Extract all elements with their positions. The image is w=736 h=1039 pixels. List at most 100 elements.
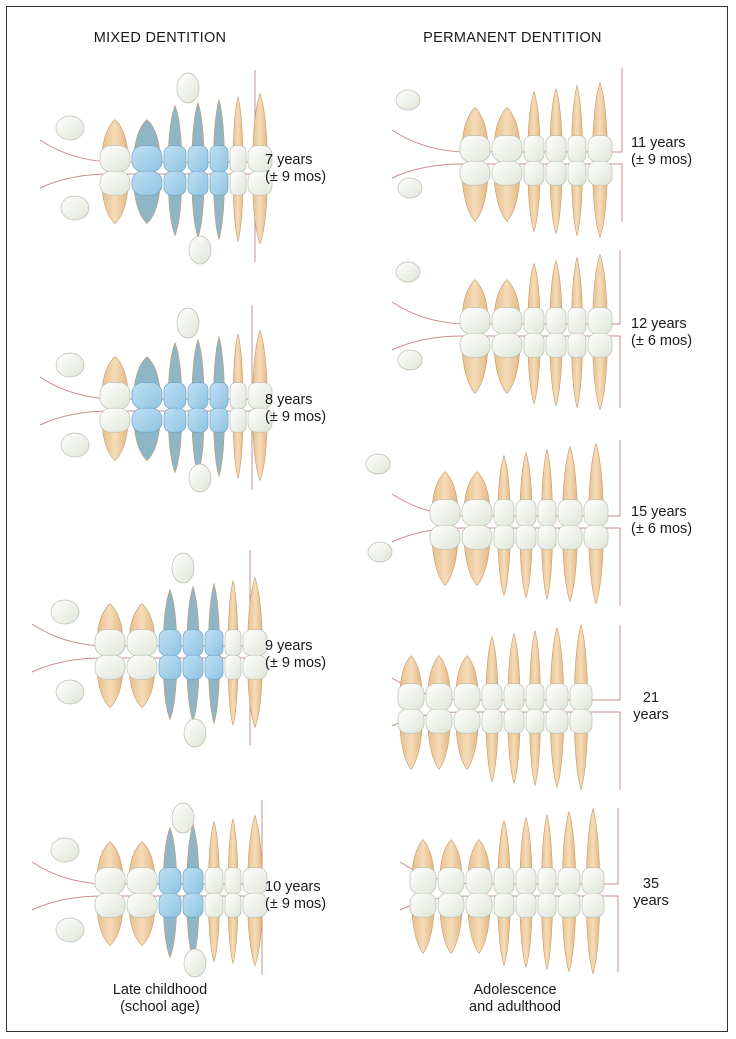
tooth-crown	[158, 892, 182, 918]
tooth-crown	[182, 629, 204, 657]
tooth-crown	[523, 307, 545, 335]
developing-molar	[50, 837, 80, 863]
tooth-crown	[247, 407, 273, 433]
permanent-dentition-panel-1	[391, 68, 623, 239]
tooth-crown	[204, 654, 224, 680]
tooth-root	[208, 675, 220, 725]
permanent-dentition-panel-3	[365, 440, 621, 606]
permanent-stage-11-label: 11 years (± 9 mos)	[631, 135, 692, 169]
tooth-crown	[163, 407, 187, 433]
tooth-root	[232, 96, 244, 150]
stage-age: 8 years	[265, 392, 313, 408]
tooth-crown	[99, 407, 131, 433]
tooth-crown	[459, 160, 491, 186]
tooth-root	[494, 181, 520, 223]
tooth-crown	[131, 170, 163, 196]
tooth-root	[529, 729, 541, 786]
tooth-crown	[503, 708, 525, 734]
developing-third-molar	[395, 89, 421, 111]
stage-age: 10 years	[265, 879, 321, 895]
tooth-crown	[567, 135, 587, 163]
tooth-root	[588, 545, 604, 605]
tooth-crown	[461, 499, 493, 527]
tooth-root	[432, 545, 458, 587]
tooth-crown	[187, 407, 209, 433]
tooth-root	[571, 256, 583, 312]
tooth-root	[252, 191, 268, 245]
tooth-crown	[209, 382, 229, 410]
tooth-crown	[99, 382, 131, 410]
tooth-root	[574, 729, 588, 791]
tooth-root	[191, 338, 205, 387]
tooth-root	[427, 729, 451, 771]
permanent-stage-21-label: 21 years	[631, 690, 671, 724]
tooth-crown	[182, 892, 204, 918]
tooth-root	[168, 428, 182, 474]
developing-molar	[55, 679, 85, 705]
tooth-root	[541, 913, 553, 970]
developing-molar	[55, 115, 85, 141]
tooth-crown	[491, 307, 523, 335]
tooth-crown	[491, 160, 523, 186]
developing-tooth	[176, 72, 200, 104]
tooth-crown	[429, 499, 461, 527]
tooth-root	[550, 729, 564, 789]
stage-range: (± 6 mos)	[631, 521, 693, 537]
tooth-root	[213, 191, 225, 241]
tooth-root	[541, 545, 553, 601]
tooth-crown	[491, 135, 523, 163]
developing-third-molar	[365, 453, 391, 475]
tooth-root	[462, 279, 488, 312]
stage-age: 9 years	[265, 638, 313, 654]
tooth-crown	[126, 892, 158, 918]
tooth-root	[494, 353, 520, 395]
developing-tooth	[171, 802, 195, 834]
tooth-crown	[229, 170, 247, 196]
tooth-root	[462, 107, 488, 140]
tooth-crown	[545, 307, 567, 335]
tooth-root	[571, 181, 583, 237]
tooth-crown	[459, 307, 491, 335]
tooth-crown	[569, 708, 593, 734]
stage-range: (± 9 mos)	[265, 655, 327, 671]
tooth-crown	[557, 867, 581, 895]
tooth-crown	[459, 135, 491, 163]
tooth-root	[399, 729, 423, 771]
tooth-root	[168, 191, 182, 237]
tooth-root	[494, 107, 520, 140]
tooth-crown	[131, 382, 163, 410]
tooth-crown	[224, 867, 242, 895]
tooth-root	[213, 98, 225, 150]
mixed-stage-9-label: 9 years (± 9 mos)	[265, 638, 326, 672]
tooth-root	[252, 428, 268, 482]
tooth-crown	[437, 892, 465, 918]
tooth-crown	[567, 332, 587, 358]
developing-tooth	[188, 235, 212, 265]
tooth-crown	[187, 145, 209, 173]
stage-range: years	[633, 707, 669, 723]
tooth-crown	[523, 160, 545, 186]
tooth-crown	[581, 867, 605, 895]
tooth-root	[586, 913, 600, 975]
tooth-root	[227, 913, 239, 964]
mixed-dentition-caption: Late childhood (school age)	[85, 982, 235, 1016]
tooth-root	[562, 545, 578, 603]
tooth-root	[485, 729, 499, 783]
tooth-root	[497, 819, 511, 872]
tooth-crown	[99, 170, 131, 196]
tooth-root	[213, 428, 225, 478]
tooth-crown	[224, 892, 242, 918]
tooth-crown	[515, 867, 537, 895]
tooth-crown	[99, 145, 131, 173]
tooth-crown	[409, 892, 437, 918]
tooth-crown	[94, 654, 126, 680]
tooth-root	[497, 454, 511, 504]
tooth-root	[134, 356, 160, 387]
tooth-crown	[397, 683, 425, 711]
tooth-crown	[163, 145, 187, 173]
tooth-crown	[204, 892, 224, 918]
tooth-crown	[209, 170, 229, 196]
stage-range: years	[633, 893, 669, 909]
tooth-root	[529, 630, 541, 688]
tooth-root	[168, 341, 182, 387]
